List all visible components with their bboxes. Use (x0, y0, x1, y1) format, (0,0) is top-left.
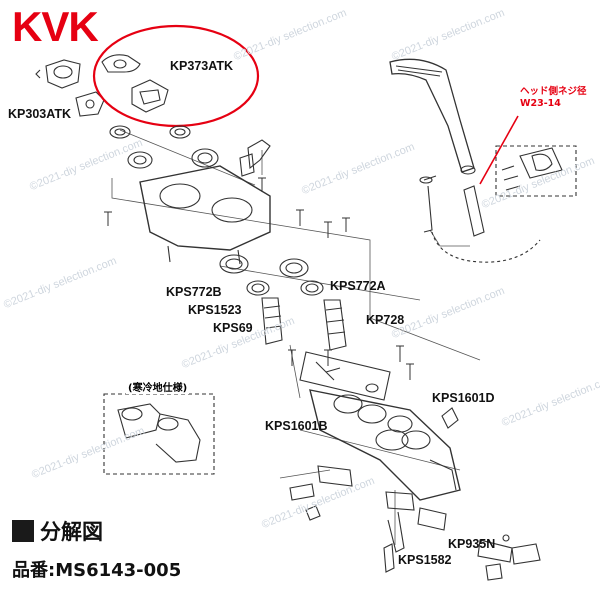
part-label-kp728: KP728 (366, 313, 405, 327)
bottom-fittings (289, 465, 541, 581)
cold-region-valve-drawing (117, 403, 201, 463)
head-thread-callout: ヘッド側ネジ径 W23-14 (520, 86, 587, 110)
kp373atk-highlight-ellipse (92, 24, 260, 128)
part-label-kp373atk: KP373ATK (170, 59, 233, 73)
screws (104, 177, 414, 380)
part-label-kps772b: KPS772B (166, 285, 222, 299)
kp303atk-parts-drawing (35, 59, 105, 117)
head-thread-title: ヘッド側ネジ径 (520, 86, 587, 97)
product-part-number: 品番:MS6143-005 (12, 560, 182, 581)
diagram-title: 分解図 (40, 520, 103, 544)
part-label-kp303atk: KP303ATK (8, 107, 71, 121)
kp373atk-parts-drawing (101, 54, 169, 113)
part-label-kps1601d: KPS1601D (432, 391, 495, 405)
cold-region-note: (寒冷地仕様) (126, 383, 190, 394)
part-label-kps1523: KPS1523 (188, 303, 242, 317)
o-rings-left (109, 125, 219, 169)
shower-head-drawing (389, 58, 541, 263)
diagram-title-row: 分解図 (12, 516, 103, 546)
head-thread-size: W23-14 (520, 97, 561, 109)
title-square-icon (12, 520, 34, 542)
mixer-body-drawing (139, 165, 271, 265)
head-thread-leader (479, 115, 519, 185)
part-label-kp935n: KP935N (448, 537, 496, 551)
part-label-kps1601b: KPS1601B (265, 419, 328, 433)
lower-valve-body (309, 389, 461, 501)
part-label-kps69: KPS69 (213, 321, 253, 335)
cartridges (261, 297, 347, 351)
part-label-kps1582: KPS1582 (398, 553, 452, 567)
part-label-kps772a: KPS772A (330, 279, 386, 293)
kvk-logo: KVK (12, 3, 99, 50)
shower-holder-drawing (495, 145, 577, 197)
